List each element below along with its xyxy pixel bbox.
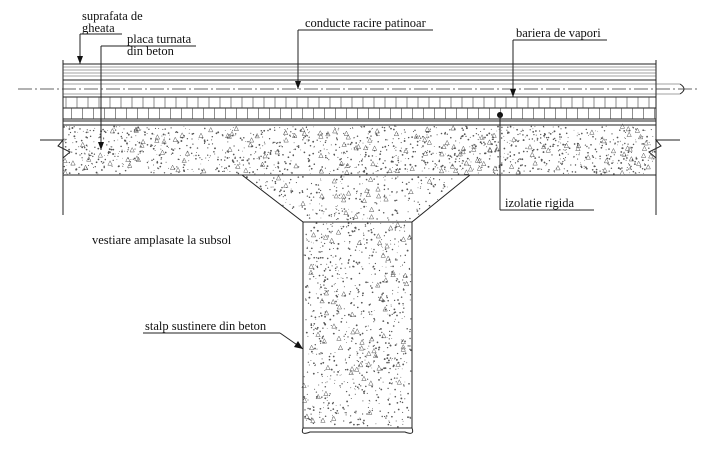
- arrow-concrete-column: [294, 341, 303, 349]
- arrow-concrete-slab: [98, 142, 104, 150]
- label-cooling-pipes: conducte racire patinoar: [305, 16, 427, 30]
- concrete-column: [241, 174, 471, 434]
- ice-and-slab-layers: [18, 60, 700, 215]
- concrete-speckle-texture: [62, 123, 656, 428]
- leader-lines: [77, 29, 607, 350]
- label-concrete-slab-line2: din beton: [127, 44, 175, 58]
- label-concrete-column: stalp sustinere din beton: [145, 319, 267, 333]
- label-ice-surface-line1: suprafata de: [82, 9, 143, 23]
- arrow-vapor-barrier: [510, 89, 516, 97]
- rigid-insulation-band: [63, 97, 656, 126]
- label-concrete-slab-line1: placa turnata: [127, 32, 192, 46]
- arrow-ice-surface: [77, 56, 83, 64]
- label-rigid-insulation: izolatie rigida: [505, 196, 575, 210]
- label-ice-surface-line2: gheata: [82, 21, 115, 35]
- label-vapor-barrier: bariera de vapori: [516, 26, 601, 40]
- concrete-base-slab: [40, 139, 680, 176]
- labels: suprafata de gheata placa turnata din be…: [82, 9, 601, 333]
- label-basement-lockers: vestiare amplasate la subsol: [92, 233, 232, 247]
- arrow-cooling-pipes: [295, 81, 301, 89]
